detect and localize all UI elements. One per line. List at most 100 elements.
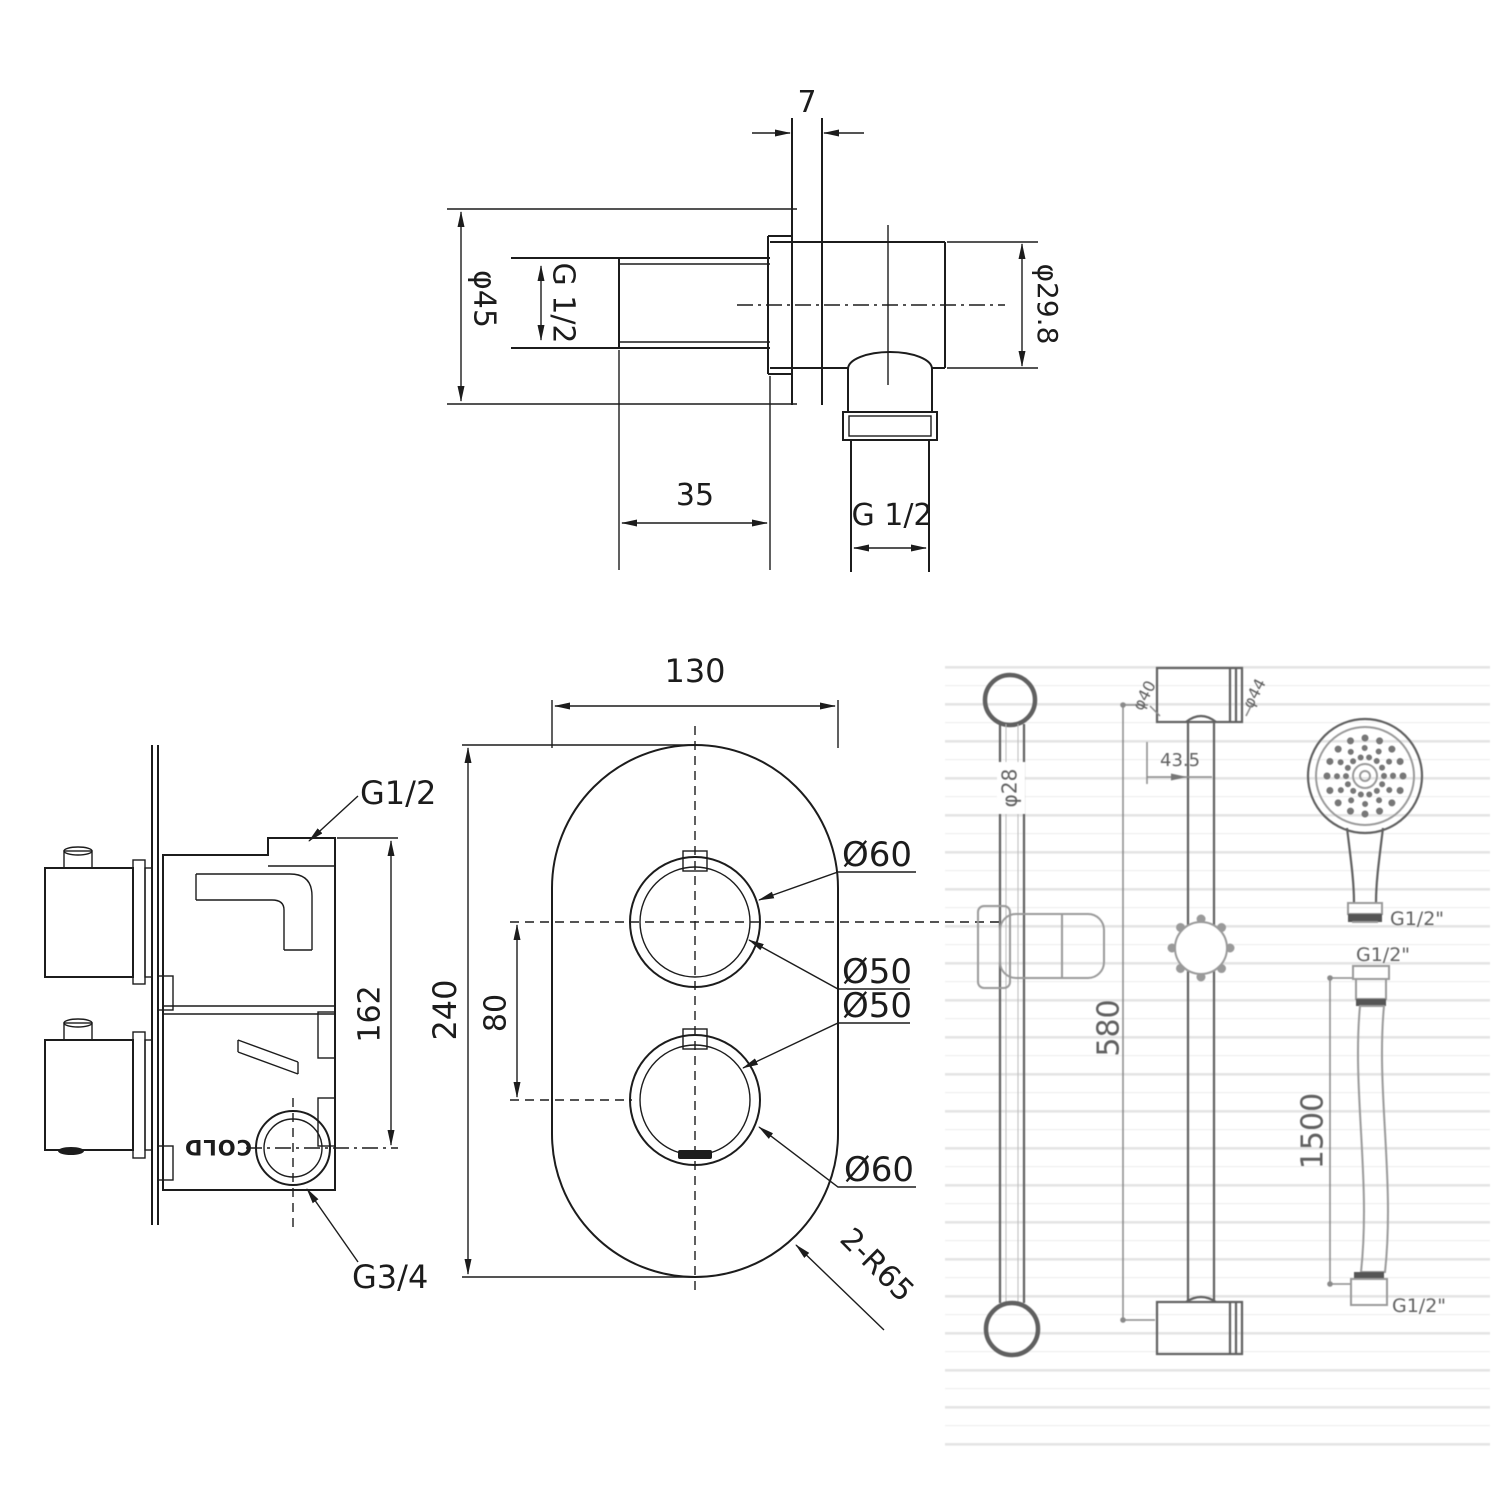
ext-lines-130 <box>551 700 839 748</box>
bracket-dim-ticks <box>1149 703 1253 717</box>
leader-top-inner <box>748 939 910 990</box>
handle-spacing-label: 80 <box>479 994 514 1032</box>
spray-dots-outer <box>1323 734 1407 818</box>
bottom-cartridge-nub <box>63 1022 93 1041</box>
left-port-lower <box>157 1145 174 1181</box>
top-cartridge <box>44 867 134 978</box>
rail-dia-label: φ28 <box>998 769 1022 808</box>
bottom-flange-stem <box>144 1039 153 1151</box>
wall-plate-lines <box>791 118 823 405</box>
rail-length-label: 580 <box>1092 999 1127 1056</box>
top-flange-disc <box>132 859 146 985</box>
hose-corrugated-body <box>1356 1005 1389 1273</box>
handset-connector-band <box>1348 914 1382 922</box>
bottom-bracket <box>1155 1300 1244 1356</box>
leader-bottom-outer <box>758 1126 916 1188</box>
rail-tube-front <box>998 724 1026 1303</box>
bottom-cartridge <box>44 1039 134 1151</box>
ext-lines-240 <box>462 744 693 1278</box>
slider-knob <box>1174 921 1228 975</box>
outlet-elbow-drawing: φ45 G 1/2 7 φ29.8 35 G 1/2 <box>447 85 1064 572</box>
top-bracket-cap <box>1228 668 1238 722</box>
valve-side-view-drawing: COLD 162 G1/2 G3/4 <box>44 745 436 1296</box>
body-dia-label: φ29.8 <box>1031 264 1064 345</box>
handset-handle <box>1345 827 1385 904</box>
bottom-cartridge-base <box>58 1147 84 1155</box>
bracket-offset-label: 43.5 <box>1160 750 1200 771</box>
plate-width-label: 130 <box>664 652 725 690</box>
spray-center-scallop <box>1343 754 1387 798</box>
dim-line-580 <box>1122 704 1155 1321</box>
right-port-upper <box>317 1011 336 1059</box>
plate-thickness-label: 7 <box>797 85 816 120</box>
outlet-tube <box>850 440 930 572</box>
dim-dot <box>1120 702 1126 708</box>
ext-lines-35 <box>618 350 771 570</box>
slider-knob-scallops <box>1167 914 1235 982</box>
spray-center-cap <box>1359 770 1371 782</box>
hose-bottom-band <box>1354 1272 1384 1279</box>
female-thread-label: G 1/2 <box>546 262 581 343</box>
internal-pipe-bend <box>195 873 313 951</box>
faceplate-outline <box>551 744 839 1278</box>
hose-thread-top-label: G1/2" <box>1356 944 1410 966</box>
cold-marking-label: COLD <box>184 1135 252 1159</box>
bottom-outer-dia-label: Ø60 <box>844 1150 914 1190</box>
outlet-thread-label: G 1/2 <box>851 498 932 533</box>
hose-thread-bottom-label: G1/2" <box>1392 1295 1446 1317</box>
hose-bottom-fitting <box>1350 1278 1388 1306</box>
rail-tube-highlight <box>1005 724 1019 1303</box>
bottom-handle-outer <box>629 1034 761 1166</box>
leader-g34 <box>306 1188 359 1263</box>
top-inner-dia-label: Ø50 <box>842 952 912 992</box>
handset-holder <box>999 913 1105 979</box>
bottom-bracket-notch <box>1185 1295 1217 1303</box>
top-outer-dia-label: Ø60 <box>842 835 912 875</box>
valve-body-outline <box>162 837 336 1191</box>
scanline-background <box>945 650 1490 1460</box>
outlet-thread-inner <box>848 415 932 437</box>
elbow-cylinder-outline <box>770 241 946 369</box>
ext-lines-phi298 <box>947 241 1038 369</box>
outlet-thread-block <box>842 411 938 441</box>
elbow-body-outline <box>511 257 770 349</box>
bottom-bracket-cap <box>1228 1302 1238 1354</box>
body-divider-lines <box>163 1005 335 1015</box>
dim-dot <box>1120 1317 1126 1323</box>
hose-top-band <box>1356 999 1386 1006</box>
rail-top-ring <box>982 672 1038 728</box>
spray-center-ring <box>1352 763 1378 789</box>
top-bracket <box>1155 666 1244 724</box>
top-cartridge-cap <box>63 846 93 856</box>
thread-lines <box>619 263 770 343</box>
top-bracket-notch <box>1185 714 1217 723</box>
spray-dots-inner <box>1334 745 1396 807</box>
leader-g12 <box>308 795 359 842</box>
rail-dia-label-bg <box>997 762 1025 814</box>
left-port-upper <box>157 975 174 1011</box>
leader-top-outer <box>758 871 916 901</box>
diagonal-channel <box>237 1039 299 1075</box>
outlet-thread-side-label: G3/4 <box>352 1258 428 1296</box>
handset-head-inner <box>1315 726 1415 826</box>
holder-clamp <box>977 905 1011 989</box>
elbow-bend-dome <box>847 351 933 412</box>
plate-height-label: 240 <box>426 979 464 1040</box>
hose-length-label: 1500 <box>1296 1093 1331 1169</box>
handset-thread-label: G1/2" <box>1390 908 1444 930</box>
port-spacing-label: 162 <box>353 985 388 1042</box>
slide-rail-kit-drawing: φ28 580 φ40 φ44 43.5 <box>945 650 1490 1460</box>
escutcheon-dia-label: φ45 <box>467 270 502 328</box>
top-cartridge-nub <box>63 850 93 869</box>
valve-front-view-drawing: 80 130 240 Ø60 Ø50 Ø50 Ø60 2-R65 <box>426 652 1002 1331</box>
bottom-flange-disc <box>132 1031 146 1159</box>
bottom-cartridge-cap <box>63 1018 93 1028</box>
top-flange-stem <box>144 867 153 978</box>
mounting-plate <box>151 745 159 1225</box>
leader-bottom-inner <box>742 1022 910 1069</box>
handset-head-outer <box>1306 717 1424 835</box>
body-length-label: 35 <box>676 478 714 513</box>
dim-ticks-1500 <box>1330 977 1352 1285</box>
